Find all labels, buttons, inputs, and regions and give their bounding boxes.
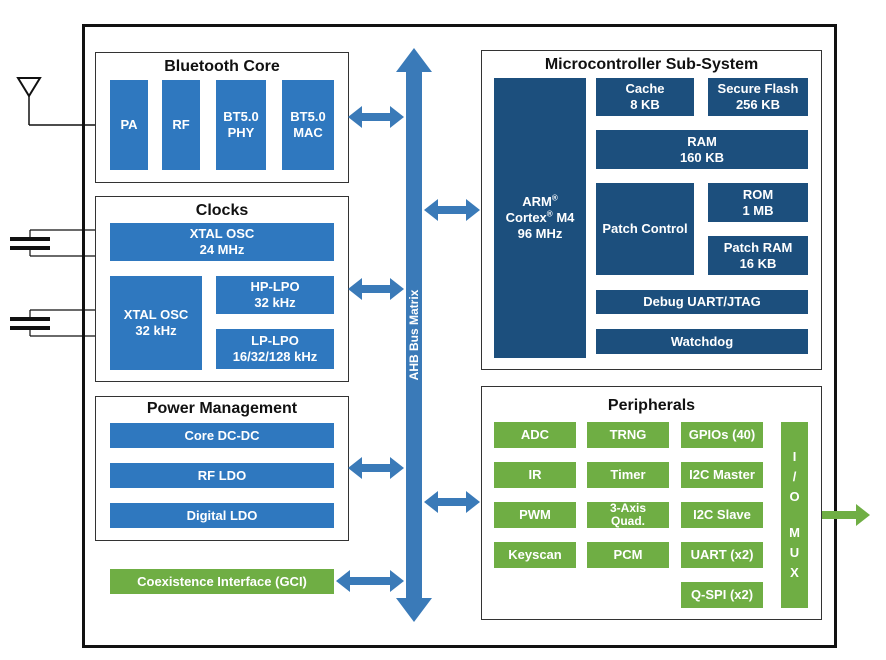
uart-block: UART (x2): [681, 542, 763, 568]
arm-cortex-m4-block: ARM® Cortex® M4 96 MHz: [494, 78, 586, 358]
io-mux-letter: M: [789, 525, 800, 540]
pcm-block: PCM: [587, 542, 669, 568]
adc-block: ADC: [494, 422, 576, 448]
io-mux-letter: /: [792, 469, 797, 484]
keyscan-block: Keyscan: [494, 542, 576, 568]
registered-mark: ®: [546, 209, 553, 219]
i2c-slave-block: I2C Slave: [681, 502, 763, 528]
xtal-osc-32khz-block: XTAL OSC 32 kHz: [110, 276, 202, 370]
m4-label: M4: [552, 210, 575, 225]
cpu-frequency-label: 96 MHz: [517, 226, 563, 241]
ram-block: RAM 160 KB: [596, 130, 808, 169]
quad-decoder-block: 3-Axis Quad.: [587, 502, 669, 528]
peripherals-bus-arrow: [424, 491, 480, 513]
cache-block: Cache 8 KB: [596, 78, 694, 116]
io-mux-letter: U: [789, 545, 800, 560]
mcu-bus-arrow: [424, 199, 480, 221]
timer-block: Timer: [587, 462, 669, 488]
registered-mark: ®: [551, 193, 558, 203]
watchdog-block: Watchdog: [596, 329, 808, 354]
i2c-master-block: I2C Master: [681, 462, 763, 488]
bluetooth-core-title: Bluetooth Core: [164, 58, 280, 75]
chip-boundary: [82, 24, 837, 648]
mcu-subsystem-title: Microcontroller Sub-System: [544, 56, 759, 73]
xtal-osc-24mhz-block: XTAL OSC 24 MHz: [110, 223, 334, 261]
coex-bus-arrow: [336, 570, 404, 592]
crystal-24mhz-icon: [10, 229, 110, 257]
digital-ldo-block: Digital LDO: [110, 503, 334, 528]
ahb-bus-arrow: [396, 48, 432, 622]
io-mux-block: I / O M U X: [781, 422, 808, 608]
bt-phy-block: BT5.0 PHY: [216, 80, 266, 170]
rf-block: RF: [162, 80, 200, 170]
arm-label: ARM: [522, 194, 552, 209]
ahb-bus-matrix-label: AHB Bus Matrix: [407, 289, 421, 381]
clocks-title: Clocks: [195, 202, 249, 219]
power-management-title: Power Management: [146, 400, 298, 417]
clocks-bus-arrow: [348, 278, 404, 300]
cortex-label: Cortex: [505, 210, 547, 225]
secure-flash-block: Secure Flash 256 KB: [708, 78, 808, 116]
power-bus-arrow: [348, 457, 404, 479]
hp-lpo-block: HP-LPO 32 kHz: [216, 276, 334, 314]
peripherals-title: Peripherals: [607, 397, 696, 414]
debug-uart-jtag-block: Debug UART/JTAG: [596, 290, 808, 314]
lp-lpo-block: LP-LPO 16/32/128 kHz: [216, 329, 334, 369]
io-mux-external-arrow: [808, 504, 870, 526]
ir-block: IR: [494, 462, 576, 488]
rom-block: ROM 1 MB: [708, 183, 808, 222]
bt-core-bus-arrow: [348, 106, 404, 128]
io-mux-letter: X: [790, 565, 799, 580]
pwm-block: PWM: [494, 502, 576, 528]
patch-ram-block: Patch RAM 16 KB: [708, 236, 808, 275]
io-mux-letter: I: [792, 449, 797, 464]
patch-control-block: Patch Control: [596, 183, 694, 275]
io-mux-letter: O: [789, 489, 800, 504]
trng-block: TRNG: [587, 422, 669, 448]
qspi-block: Q-SPI (x2): [681, 582, 763, 608]
coexistence-interface-block: Coexistence Interface (GCI): [110, 569, 334, 594]
rf-ldo-block: RF LDO: [110, 463, 334, 488]
bt-mac-block: BT5.0 MAC: [282, 80, 334, 170]
gpios-block: GPIOs (40): [681, 422, 763, 448]
core-dc-dc-block: Core DC-DC: [110, 423, 334, 448]
pa-block: PA: [110, 80, 148, 170]
